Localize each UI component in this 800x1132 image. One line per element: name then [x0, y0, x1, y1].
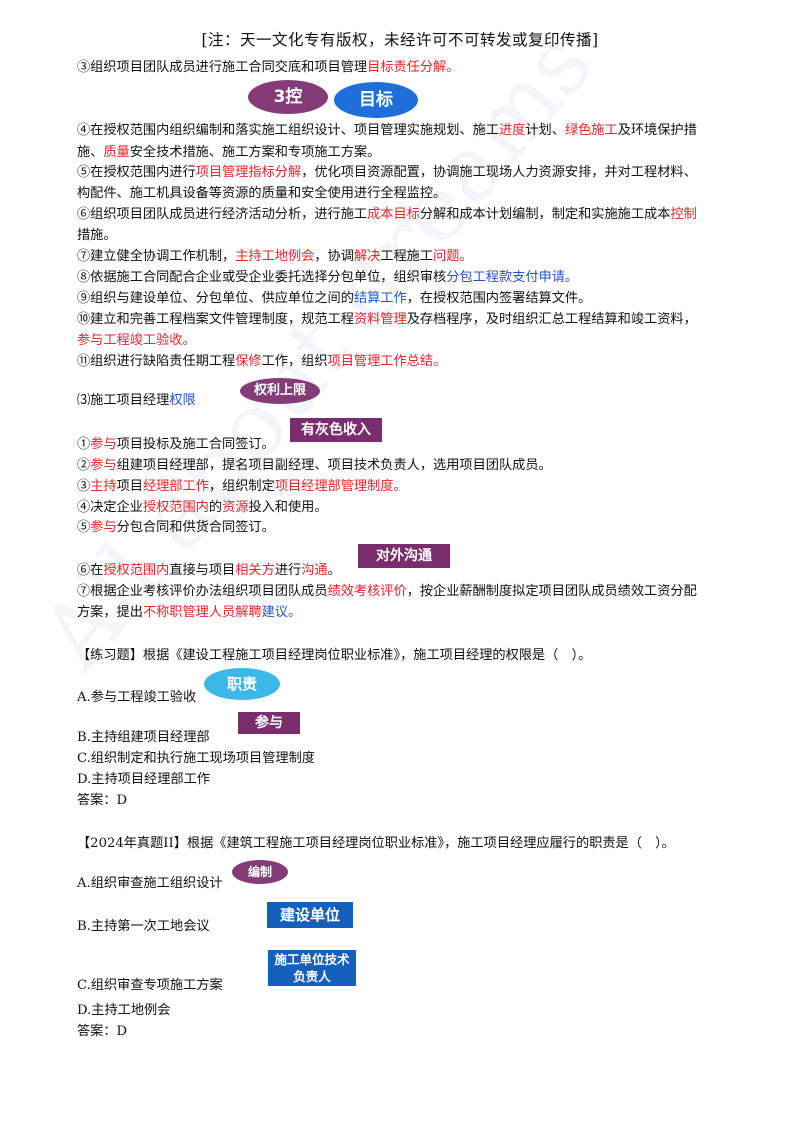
- right-item-2: ②参与组建项目经理部，提名项目副经理、项目技术负责人，选用项目团队成员。: [77, 458, 552, 473]
- exercise1-answer: 答案：D: [77, 793, 128, 808]
- rights-heading: ⑶施工项目经理权限: [77, 393, 196, 408]
- duty-item-8: ⑧依据施工合同配合企业或受企业委托选择分包单位，组织审核分包工程款支付申请。: [77, 270, 579, 285]
- duty-item-5: ⑤在授权范围内进行项目管理指标分解，优化项目资源配置，协调施工现场人力资源安排，…: [77, 165, 697, 180]
- annotation-join: 参与: [238, 712, 300, 734]
- right-item-4: ④决定企业授权范围内的资源投入和使用。: [77, 500, 328, 515]
- annotation-rights-limit: 权利上限: [240, 378, 320, 404]
- right-item-5: ⑤参与分包合同和供货合同签订。: [77, 520, 275, 535]
- copyright-header: [注：天一文化专有版权，未经许可不可转发或复印传播]: [201, 31, 599, 49]
- right-item-7: ⑦根据企业考核评价办法组织项目团队成员绩效考核评价，按企业薪酬制度拟定项目团队成…: [77, 584, 697, 599]
- annotation-grey-income: 有灰色收入: [290, 418, 382, 442]
- duty-item-10: ⑩建立和完善工程档案文件管理制度，规范工程资料管理及存档程序，及时组织汇总工程结…: [77, 312, 697, 327]
- duty-item-5-cont: 构配件、施工机具设备等资源的质量和安全使用进行全程监控。: [77, 186, 447, 201]
- annotation-builder: 建设单位: [267, 902, 353, 928]
- exercise2-option-b: B.主持第一次工地会议: [77, 919, 210, 934]
- duty-item-10-cont: 参与工程竣工验收。: [77, 333, 196, 348]
- annotation-3-control: 3控: [248, 80, 328, 114]
- duty-item-4: ④在授权范围内组织编制和落实施工组织设计、项目管理实施规划、施工进度计划、绿色施…: [77, 123, 697, 138]
- right-item-7-cont: 方案，提出不称职管理人员解聘建议。: [77, 605, 302, 620]
- duty-item-4-cont: 施、质量安全技术措施、施工方案和专项施工方案。: [77, 145, 381, 160]
- exercise1-option-d: D.主持项目经理部工作: [77, 772, 210, 787]
- exercise1-option-b: B.主持组建项目经理部: [77, 730, 210, 745]
- duty-item-9: ⑨组织与建设单位、分包单位、供应单位之间的结算工作，在授权范围内签署结算文件。: [77, 291, 592, 306]
- duty-item-7: ⑦建立健全协调工作机制，主持工地例会，协调解决工程施工问题。: [77, 249, 473, 264]
- annotation-prepare: 编制: [232, 860, 288, 884]
- right-item-3: ③主持项目经理部工作，组织制定项目经理部管理制度。: [77, 479, 407, 494]
- exercise1-option-a: A.参与工程竣工验收: [77, 690, 197, 705]
- exercise2-option-d: D.主持工地例会: [77, 1003, 171, 1018]
- exercise1-question: 【练习题】根据《建设工程施工项目经理岗位职业标准》，施工项目经理的权限是（ ）。: [77, 648, 592, 663]
- duty-item-3: ③组织项目团队成员进行施工合同交底和项目管理目标责任分解。: [77, 60, 460, 75]
- exercise2-option-c: C.组织审查专项施工方案: [77, 978, 223, 993]
- annotation-tech-lead: 施工单位技术 负责人: [268, 950, 356, 986]
- right-item-6: ⑥在授权范围内直接与项目相关方进行沟通。: [77, 563, 341, 578]
- annotation-tech-lead-line1: 施工单位技术: [274, 952, 350, 967]
- duty-item-6-cont: 措施。: [77, 228, 117, 243]
- annotation-tech-lead-line2: 负责人: [293, 969, 331, 984]
- duty-item-6: ⑥组织项目团队成员进行经济活动分析，进行施工成本目标分解和成本计划编制，制定和实…: [77, 207, 697, 222]
- annotation-external-comm: 对外沟通: [358, 544, 450, 568]
- exercise2-option-a: A.组织审查施工组织设计: [77, 876, 223, 891]
- right-item-1: ①参与项目投标及施工合同签订。: [77, 437, 275, 452]
- exercise1-option-c: C.组织制定和执行施工现场项目管理制度: [77, 751, 315, 766]
- duty-item-11: ⑪组织进行缺陷责任期工程保修工作，组织项目管理工作总结。: [77, 354, 447, 369]
- exercise2-answer: 答案：D: [77, 1024, 128, 1039]
- exercise2-question: 【2024年真题II】根据《建筑工程施工项目经理岗位职业标准》，施工项目经理应履…: [77, 836, 675, 851]
- annotation-target: 目标: [334, 82, 418, 118]
- annotation-duty: 职责: [204, 668, 280, 700]
